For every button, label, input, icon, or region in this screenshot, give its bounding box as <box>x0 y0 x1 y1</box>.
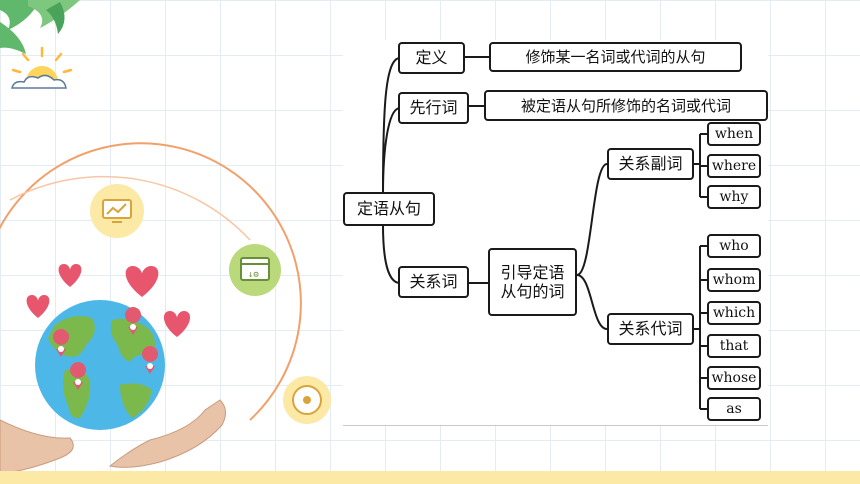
root-node: 定语从句 <box>343 192 435 226</box>
adverb-item: when <box>707 122 761 146</box>
adverb-item: where <box>707 154 761 178</box>
definition-node: 定义 <box>398 42 465 74</box>
bottom-bar <box>0 471 860 484</box>
relative-pronouns-node: 关系代词 <box>607 313 694 345</box>
chart-monitor-icon <box>90 184 144 238</box>
pronoun-item: which <box>707 301 761 325</box>
relative-adverbs-node: 关系副词 <box>607 148 694 180</box>
heart-icon <box>26 264 191 337</box>
relative-words-node: 关系词 <box>398 266 469 298</box>
definition-content-node: 修饰某一名词或代词的从句 <box>489 42 742 72</box>
map-pin-icon <box>53 307 159 390</box>
code-window-icon: ↓⚙ <box>229 244 281 296</box>
svg-text:↓⚙: ↓⚙ <box>248 270 259 280</box>
relative-words-content-node: 引导定语从句的词 <box>488 248 577 316</box>
decor-illustration: ↓⚙ <box>0 0 331 475</box>
pronoun-item: whose <box>707 366 761 390</box>
globe-icon <box>35 300 165 430</box>
connector-lines <box>382 56 707 410</box>
palm-leaf-icon <box>0 0 80 54</box>
pronoun-item: whom <box>707 268 761 292</box>
antecedent-content-node: 被定语从句所修饰的名词或代词 <box>484 90 768 121</box>
adverb-item: why <box>707 185 761 209</box>
pronoun-item: who <box>707 234 761 258</box>
pronoun-item: that <box>707 334 761 358</box>
sun-icon <box>11 46 73 89</box>
disc-icon <box>283 376 331 424</box>
hands-icon <box>0 399 226 475</box>
pronoun-item: as <box>707 397 761 421</box>
antecedent-node: 先行词 <box>398 92 469 124</box>
